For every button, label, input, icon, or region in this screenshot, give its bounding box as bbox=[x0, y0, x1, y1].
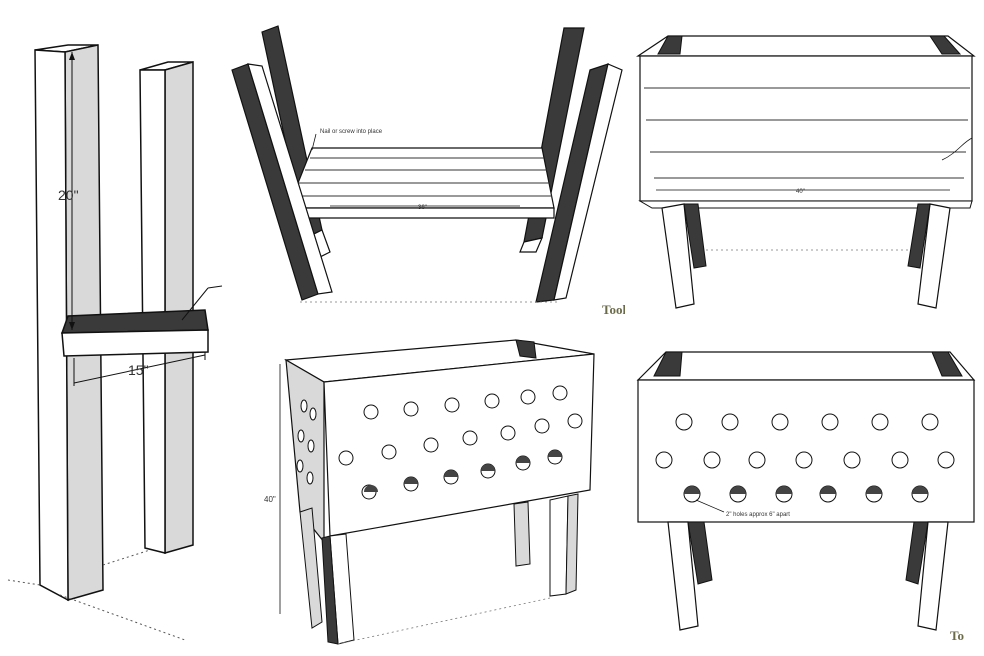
panel-box-planter: 40" bbox=[632, 28, 984, 328]
width-label: 15" bbox=[128, 362, 149, 378]
panel-shelf-assembly: Nail or screw into place 36" Tool bbox=[230, 20, 625, 320]
panel-box-with-holes: 40" bbox=[250, 332, 620, 652]
callout-text: 2" holes approx 6" apart bbox=[726, 512, 790, 518]
callout-text: Nail or screw into place bbox=[320, 129, 383, 135]
length-label: 40" bbox=[796, 189, 805, 195]
shelf-assembly-drawing: Nail or screw into place 36" Tool bbox=[231, 25, 625, 317]
height-label: 40" bbox=[264, 495, 276, 504]
watermark: To bbox=[950, 628, 964, 643]
box-planter-drawing: 40" bbox=[636, 35, 976, 309]
box-with-holes-drawing: 40" bbox=[254, 339, 595, 645]
watermark: Tool bbox=[602, 302, 625, 317]
front-with-holes-drawing: 2" holes approx 6" apart To bbox=[636, 351, 976, 643]
height-label: 20" bbox=[58, 187, 79, 203]
length-label: 36" bbox=[418, 205, 427, 211]
panel-front-with-holes: 2" holes approx 6" apart To bbox=[632, 340, 984, 650]
panel-leg-assembly: 20" 15" bbox=[0, 0, 225, 656]
leg-assembly-drawing: 20" 15" bbox=[7, 44, 223, 641]
